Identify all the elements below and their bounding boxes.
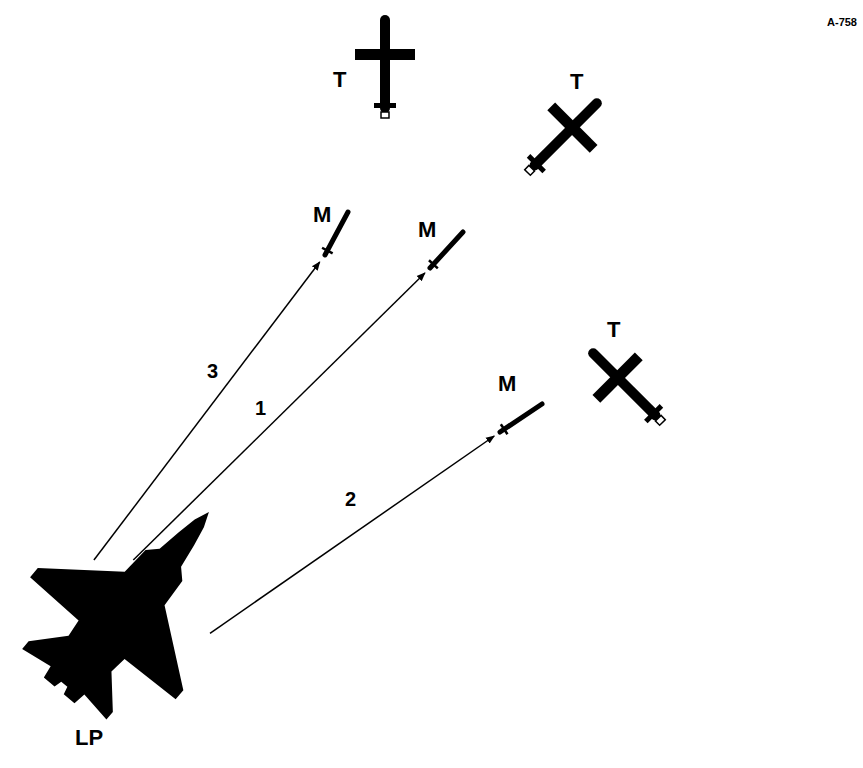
missile-node: M bbox=[490, 368, 548, 436]
missile-fin bbox=[322, 248, 333, 254]
node-outline bbox=[575, 312, 675, 427]
target-wing bbox=[592, 352, 642, 402]
jet-fin bbox=[62, 634, 83, 659]
missile-fin bbox=[501, 424, 508, 434]
missile-node: M bbox=[412, 215, 470, 273]
figure-number: A-758 bbox=[827, 16, 857, 28]
target-node: T bbox=[575, 312, 675, 427]
target-wing bbox=[547, 102, 597, 152]
missile-body bbox=[500, 404, 542, 432]
missile-label: M bbox=[498, 372, 516, 396]
target-label: T bbox=[570, 70, 583, 94]
missile-node: M bbox=[305, 200, 355, 262]
callout-number: 2 bbox=[343, 488, 358, 510]
target-node: T bbox=[515, 65, 620, 185]
jet-fin bbox=[90, 658, 111, 683]
callout-number: 3 bbox=[205, 360, 220, 382]
target-body bbox=[586, 346, 662, 422]
target-label: T bbox=[333, 68, 346, 92]
fighter-jet-symbol bbox=[0, 451, 282, 752]
target-body bbox=[380, 15, 390, 113]
target-exhaust bbox=[381, 112, 389, 118]
target-node: T bbox=[330, 10, 430, 125]
target-exhaust bbox=[655, 415, 665, 425]
jet-silhouette bbox=[0, 451, 282, 752]
trajectory-arrow bbox=[210, 436, 494, 633]
missile-label: M bbox=[418, 218, 436, 242]
target-drone-symbol bbox=[355, 15, 415, 118]
callout-number: 1 bbox=[253, 397, 268, 419]
launch-platform: LP bbox=[30, 560, 210, 752]
target-wing bbox=[355, 49, 415, 60]
target-body bbox=[528, 96, 604, 172]
target-exhaust bbox=[525, 165, 535, 175]
missile-fin bbox=[429, 260, 438, 268]
platform-label: LP bbox=[75, 726, 103, 750]
node-outline bbox=[515, 65, 620, 185]
missile-label: M bbox=[313, 203, 331, 227]
node-outline bbox=[30, 560, 210, 752]
target-tail bbox=[374, 103, 396, 108]
target-drone-symbol bbox=[568, 328, 683, 443]
target-label: T bbox=[607, 318, 620, 342]
missile-symbol bbox=[500, 404, 542, 434]
target-drone-symbol bbox=[506, 78, 621, 193]
